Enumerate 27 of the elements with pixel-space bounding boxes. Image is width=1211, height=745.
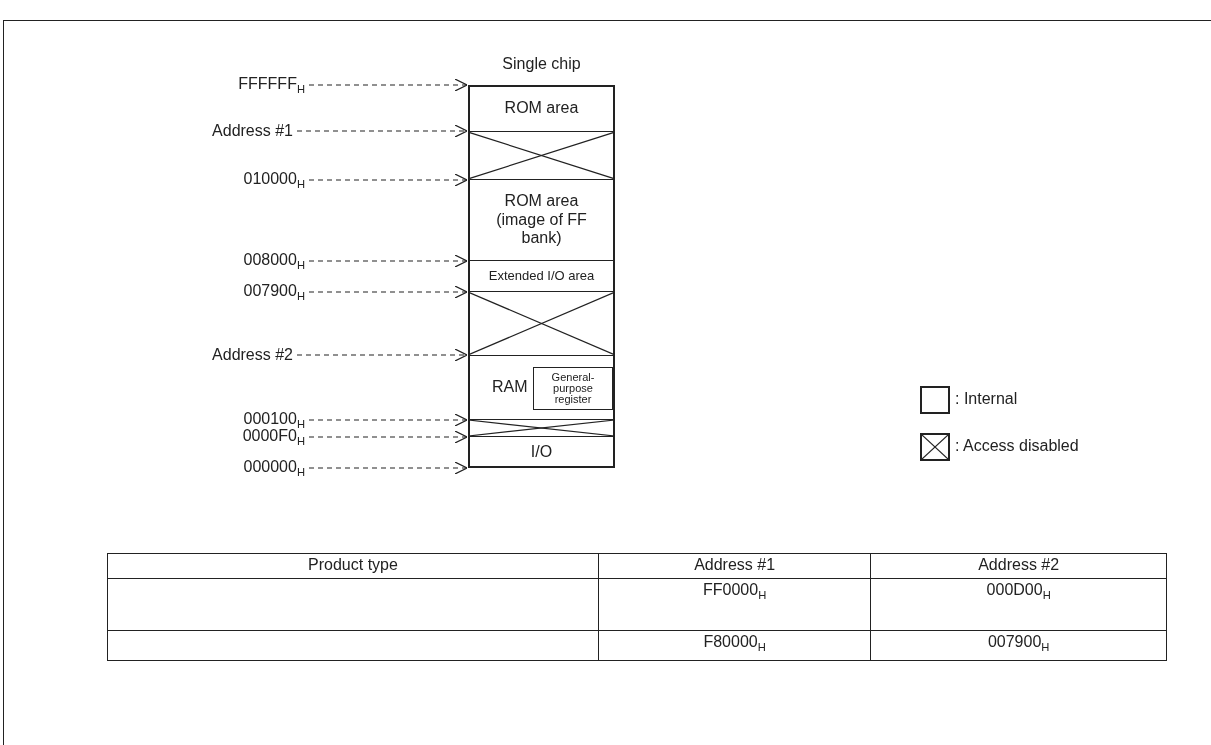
address-label: FFFFFF$_{H}$ xyxy=(238,75,305,96)
legend-text: : Access disabled xyxy=(955,437,1079,455)
address-value: F80000$_{H}$ xyxy=(598,630,871,661)
region-label: ROM area xyxy=(504,98,579,118)
region-label: Extended I/O area xyxy=(488,268,595,284)
legend-text: : Internal xyxy=(955,390,1018,408)
table-header: Address #1 xyxy=(598,553,871,579)
address-label: 008000$_{H}$ xyxy=(243,251,305,272)
address-label: Address #2 xyxy=(212,346,293,364)
address-label: Address #1 xyxy=(212,122,293,140)
address-value: FF0000$_{H}$ xyxy=(598,578,871,631)
table-header: Product type xyxy=(107,553,599,579)
address-label: 010000$_{H}$ xyxy=(243,170,305,191)
region-label: ROM area (image of FF bank) xyxy=(495,192,588,248)
access-disabled-region xyxy=(468,420,615,437)
map-heading: Single chip xyxy=(501,55,582,73)
address-value: 007900$_{H}$ xyxy=(870,630,1167,661)
register-box: General-purpose register xyxy=(533,367,613,410)
table-header: Address #2 xyxy=(870,553,1167,579)
region-label: RAM xyxy=(492,378,528,397)
address-value: 000D00$_{H}$ xyxy=(870,578,1167,631)
address-label: 007900$_{H}$ xyxy=(243,282,305,303)
address-label: 0000F0$_{H}$ xyxy=(242,427,305,448)
address-label: 000000$_{H}$ xyxy=(243,458,305,479)
access-disabled-region xyxy=(468,292,615,356)
access-disabled-region xyxy=(468,132,615,180)
region-label: I/O xyxy=(530,443,553,462)
